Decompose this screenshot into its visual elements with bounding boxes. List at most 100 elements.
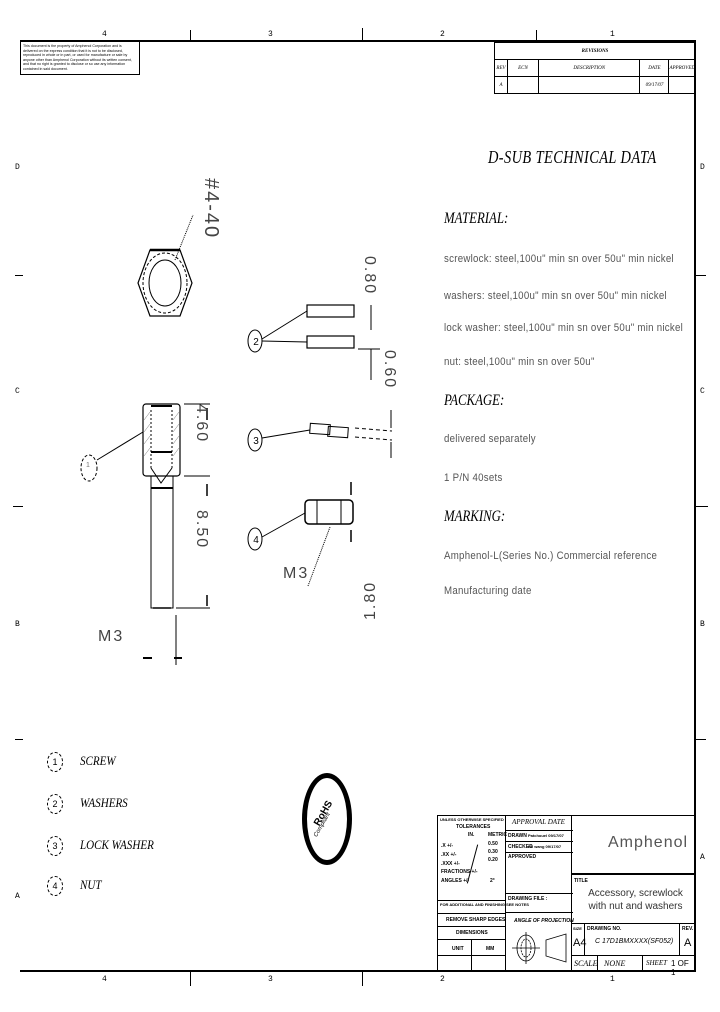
drawing-frame <box>20 40 696 972</box>
approval-divider <box>506 852 573 853</box>
zone-left-d: D <box>15 163 20 172</box>
title-value: Accessory, screwlock with nut and washer… <box>588 888 683 912</box>
package-line-quantity: 1 P/N 40sets <box>444 472 503 484</box>
finish-note: FOR ADDITIONAL AND FINISHING SEE NOTES <box>440 902 529 907</box>
rev-header-date: DATE <box>639 59 670 77</box>
legend-balloon-3: 3 <box>47 836 63 856</box>
dimensions-cell: DIMENSIONS <box>437 926 506 940</box>
zone-right-c: C <box>700 387 705 396</box>
drawing-number-label: DRAWING NO. <box>587 926 622 932</box>
dim-washer-thickness: 0.80 <box>361 256 378 296</box>
zone-bottom-4: 4 <box>102 975 107 984</box>
rev-label: REV. <box>682 926 694 932</box>
rev-cell-approved <box>668 76 696 94</box>
scale-label: SCALE <box>574 959 598 968</box>
zone-center-tick <box>362 972 363 986</box>
approved-label: APPROVED <box>508 854 537 860</box>
drawing-number-value: C 17D1BMXXXX(SF052) <box>595 938 674 945</box>
unit-cell-2 <box>437 955 472 972</box>
proprietary-notice: This document is the property of Ampheno… <box>20 41 140 75</box>
unit-cell-3 <box>471 955 506 972</box>
legend-washers: WASHERS <box>80 795 128 810</box>
balloon-2 <box>247 329 263 353</box>
drawing-file-label: DRAWING FILE : <box>508 896 548 902</box>
company-cell: Amphenol <box>571 815 696 875</box>
technical-drawing: 2 3 4 <box>80 214 393 665</box>
material-line-washers: washers: steel,100u" min sn over 50u" mi… <box>444 290 667 302</box>
revisions-title: REVISIONS <box>494 42 696 60</box>
sheet-cell: SHEET 1 OF 1 <box>642 955 696 977</box>
dim-screw-shank-length: 8.50 <box>193 510 210 550</box>
zone-right-b: B <box>700 620 705 629</box>
section-heading-package: PACKAGE: <box>444 392 505 409</box>
rev-cell-rev: A <box>494 76 508 94</box>
tol-val-xxx: 0.20 <box>488 857 498 863</box>
zone-tick <box>536 30 537 40</box>
dim-nut-thickness: 1.80 <box>362 580 379 620</box>
rev-cell: REV. A <box>679 923 696 956</box>
material-line-lockwasher: lock washer: steel,100u" min sn over 50u… <box>444 322 684 334</box>
tolerances-header: UNLESS OTHERWISE SPECIFIED <box>440 817 504 822</box>
material-line-nut: nut: steel,100u" min sn over 50u" <box>444 356 595 368</box>
size-label: SIZE <box>573 926 582 931</box>
legend-balloon-4: 4 <box>47 876 63 896</box>
finish-note-cell: FOR ADDITIONAL AND FINISHING SEE NOTES <box>437 900 529 914</box>
hex-nut-top-view-icon <box>137 248 193 317</box>
section-heading-marking: MARKING: <box>444 508 506 525</box>
checked-label: CHECKED <box>508 844 533 850</box>
rev-header-description: DESCRIPTION <box>537 59 641 77</box>
legend-balloon-2: 2 <box>47 794 63 814</box>
balloon-1 <box>80 454 98 482</box>
approval-panel: APPROVAL DATE DRAWN Patchouel 09/17/07 C… <box>505 815 574 972</box>
zone-top-4: 4 <box>102 30 107 39</box>
tol-row-fractions: FRACTIONS +/- <box>441 869 478 875</box>
tolerances-title: TOLERANCES <box>456 824 491 830</box>
dim-screw-head-length: 4.60 <box>193 404 210 444</box>
marking-line-reference: Amphenol-L(Series No.) Commercial refere… <box>444 550 658 562</box>
unit-label: UNIT <box>452 946 464 952</box>
tol-row-xx: .XX +/- <box>441 852 457 858</box>
sheet-label: SHEET <box>646 959 667 967</box>
dimensions-label: DIMENSIONS <box>456 930 488 936</box>
svg-text:4: 4 <box>253 535 259 546</box>
tolerances-col-in: IN. <box>468 832 475 838</box>
checked-value: Hk wang 09/17/07 <box>528 844 562 849</box>
tolerances-panel: UNLESS OTHERWISE SPECIFIED TOLERANCES IN… <box>437 815 508 901</box>
zone-tick <box>15 275 23 276</box>
tol-val-xx: 0.30 <box>488 849 498 855</box>
drawn-label: DRAWN <box>508 833 527 839</box>
tolerances-col-metric: METRIC <box>488 832 508 838</box>
nut-thread-label: M3 <box>283 565 310 582</box>
zone-tick <box>696 275 706 276</box>
rohs-seal-icon: RoHS Compliant <box>302 773 352 865</box>
tolerance-divider <box>466 844 479 884</box>
scale-label-cell: SCALE <box>571 955 598 972</box>
size-cell: SIZE A4 <box>571 923 586 956</box>
zone-right-a: A <box>700 853 705 862</box>
remove-edges-label: REMOVE SHARP EDGES <box>446 917 506 923</box>
title-cell: TITLE Accessory, screwlock with nut and … <box>571 874 696 924</box>
rev-header-rev: REV <box>494 59 508 77</box>
marking-line-date: Manufacturing date <box>444 585 532 597</box>
projection-label: ANGLE OF PROJECTION <box>514 918 574 924</box>
tol-row-x: .X +/- <box>441 843 454 849</box>
zone-center-tick <box>13 506 23 507</box>
rev-header-ecn: ECN <box>507 59 539 77</box>
legend-lock-washer: LOCK WASHER <box>80 837 154 852</box>
svg-text:2: 2 <box>253 337 259 348</box>
thread-label: #4-40 <box>200 178 222 240</box>
remove-edges-cell: REMOVE SHARP EDGES <box>437 913 506 927</box>
approval-divider <box>506 830 573 831</box>
zone-left-c: C <box>15 387 20 396</box>
rev-cell-description <box>537 76 641 94</box>
scale-value-cell: NONE <box>597 955 643 972</box>
tol-val-angles: 2° <box>490 878 495 884</box>
lock-washer-icon <box>309 422 349 439</box>
unit-mm-cell: MM <box>471 939 506 956</box>
drawing-number-cell: DRAWING NO. C 17D1BMXXXX(SF052) <box>584 923 680 956</box>
company-logo: Amphenol <box>608 834 689 851</box>
zone-top-1: 1 <box>610 30 615 39</box>
approval-title: APPROVAL DATE <box>512 818 565 826</box>
scale-value: NONE <box>604 959 626 968</box>
zone-tick <box>190 30 191 40</box>
